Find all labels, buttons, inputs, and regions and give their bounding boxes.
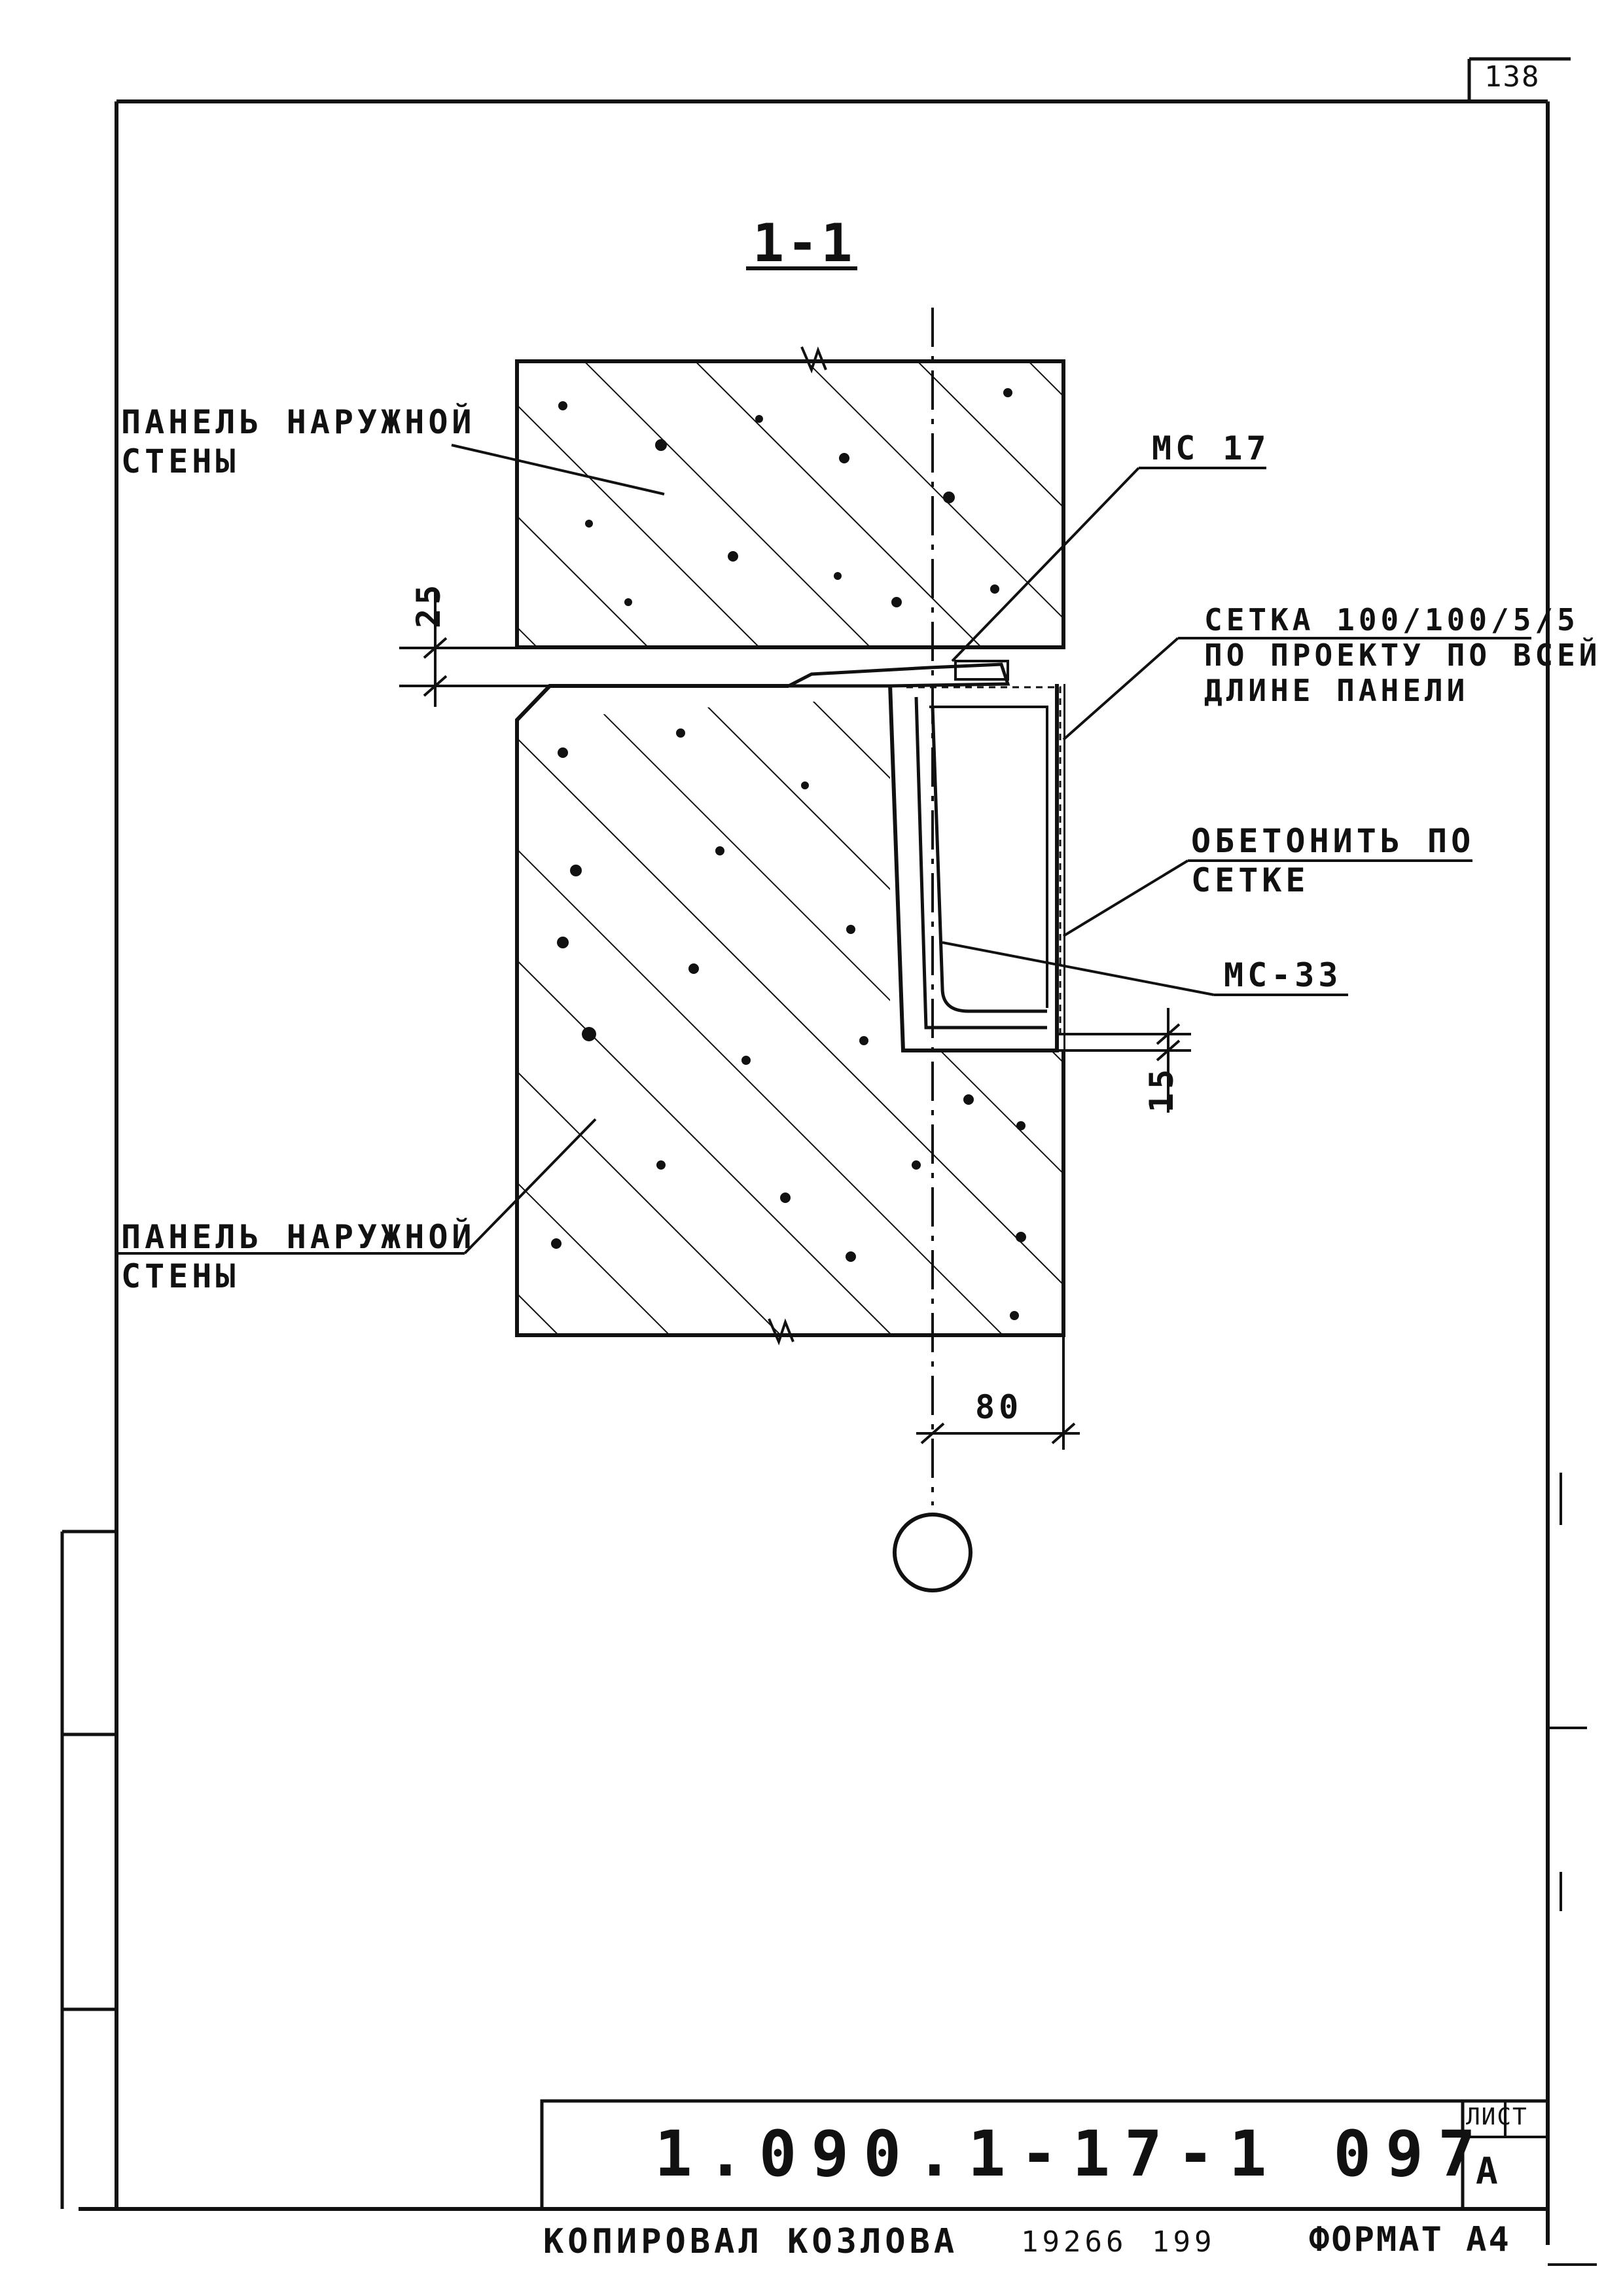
label-mesh-line1: СЕТКА 100/100/5/5 — [1204, 602, 1579, 637]
dimension-offset-label: 15 — [1143, 1065, 1181, 1113]
stamp-label: ЛИСТ — [1466, 2104, 1528, 2130]
label-panel-top-line1: ПАНЕЛЬ НАРУЖНОЙ — [121, 403, 476, 441]
label-concrete-line1: ОБЕТОНИТЬ ПО — [1191, 822, 1475, 860]
upper-wall-panel — [515, 359, 1065, 649]
label-concrete-note: ОБЕТОНИТЬ ПО СЕТКЕ — [1191, 821, 1474, 900]
document-code: 1.090.1-17-1 097 — [654, 2117, 1490, 2191]
label-panel-bottom: ПАНЕЛЬ НАРУЖНОЙ СТЕНЫ — [121, 1217, 476, 1296]
footer-copied-by: КОПИРОВАЛ КОЗЛОВА — [543, 2222, 959, 2261]
leader-lines — [116, 444, 1531, 1255]
sheet-frame — [60, 57, 1597, 2266]
label-concrete-line2: СЕТКЕ — [1191, 861, 1310, 899]
footer-sheet-count: 199 — [1152, 2225, 1216, 2259]
stamp-value: А — [1476, 2150, 1502, 2193]
label-ms17: МС 17 — [1152, 429, 1270, 467]
dimension-gap — [399, 589, 550, 707]
dimension-width — [916, 1335, 1080, 1450]
dimension-offset — [1057, 1008, 1191, 1113]
label-panel-bottom-line1: ПАНЕЛЬ НАРУЖНОЙ — [121, 1218, 476, 1256]
section-title: 1-1 — [753, 213, 855, 274]
centre-axis — [893, 308, 972, 1592]
dimension-width-label: 80 — [975, 1388, 1023, 1426]
embedded-channel — [787, 660, 1063, 1052]
label-mesh-line3: ДЛИНЕ ПАНЕЛИ — [1204, 673, 1469, 708]
label-ms33: МС-33 — [1224, 956, 1342, 994]
footer-order-number: 19266 — [1021, 2225, 1128, 2259]
label-mesh-line2: ПО ПРОЕКТУ ПО ВСЕЙ — [1204, 637, 1601, 673]
break-marks — [768, 346, 827, 1346]
dimension-gap-label: 25 — [410, 581, 448, 628]
sheet-number: 138 — [1484, 60, 1541, 94]
label-mesh-note: СЕТКА 100/100/5/5 ПО ПРОЕКТУ ПО ВСЕЙ ДЛИ… — [1204, 602, 1601, 708]
label-panel-bottom-line2: СТЕНЫ — [121, 1257, 240, 1295]
label-panel-top: ПАНЕЛЬ НАРУЖНОЙ СТЕНЫ — [121, 403, 476, 481]
label-panel-top-line2: СТЕНЫ — [121, 442, 240, 480]
footer-format: ФОРМАТ А4 — [1309, 2220, 1511, 2259]
